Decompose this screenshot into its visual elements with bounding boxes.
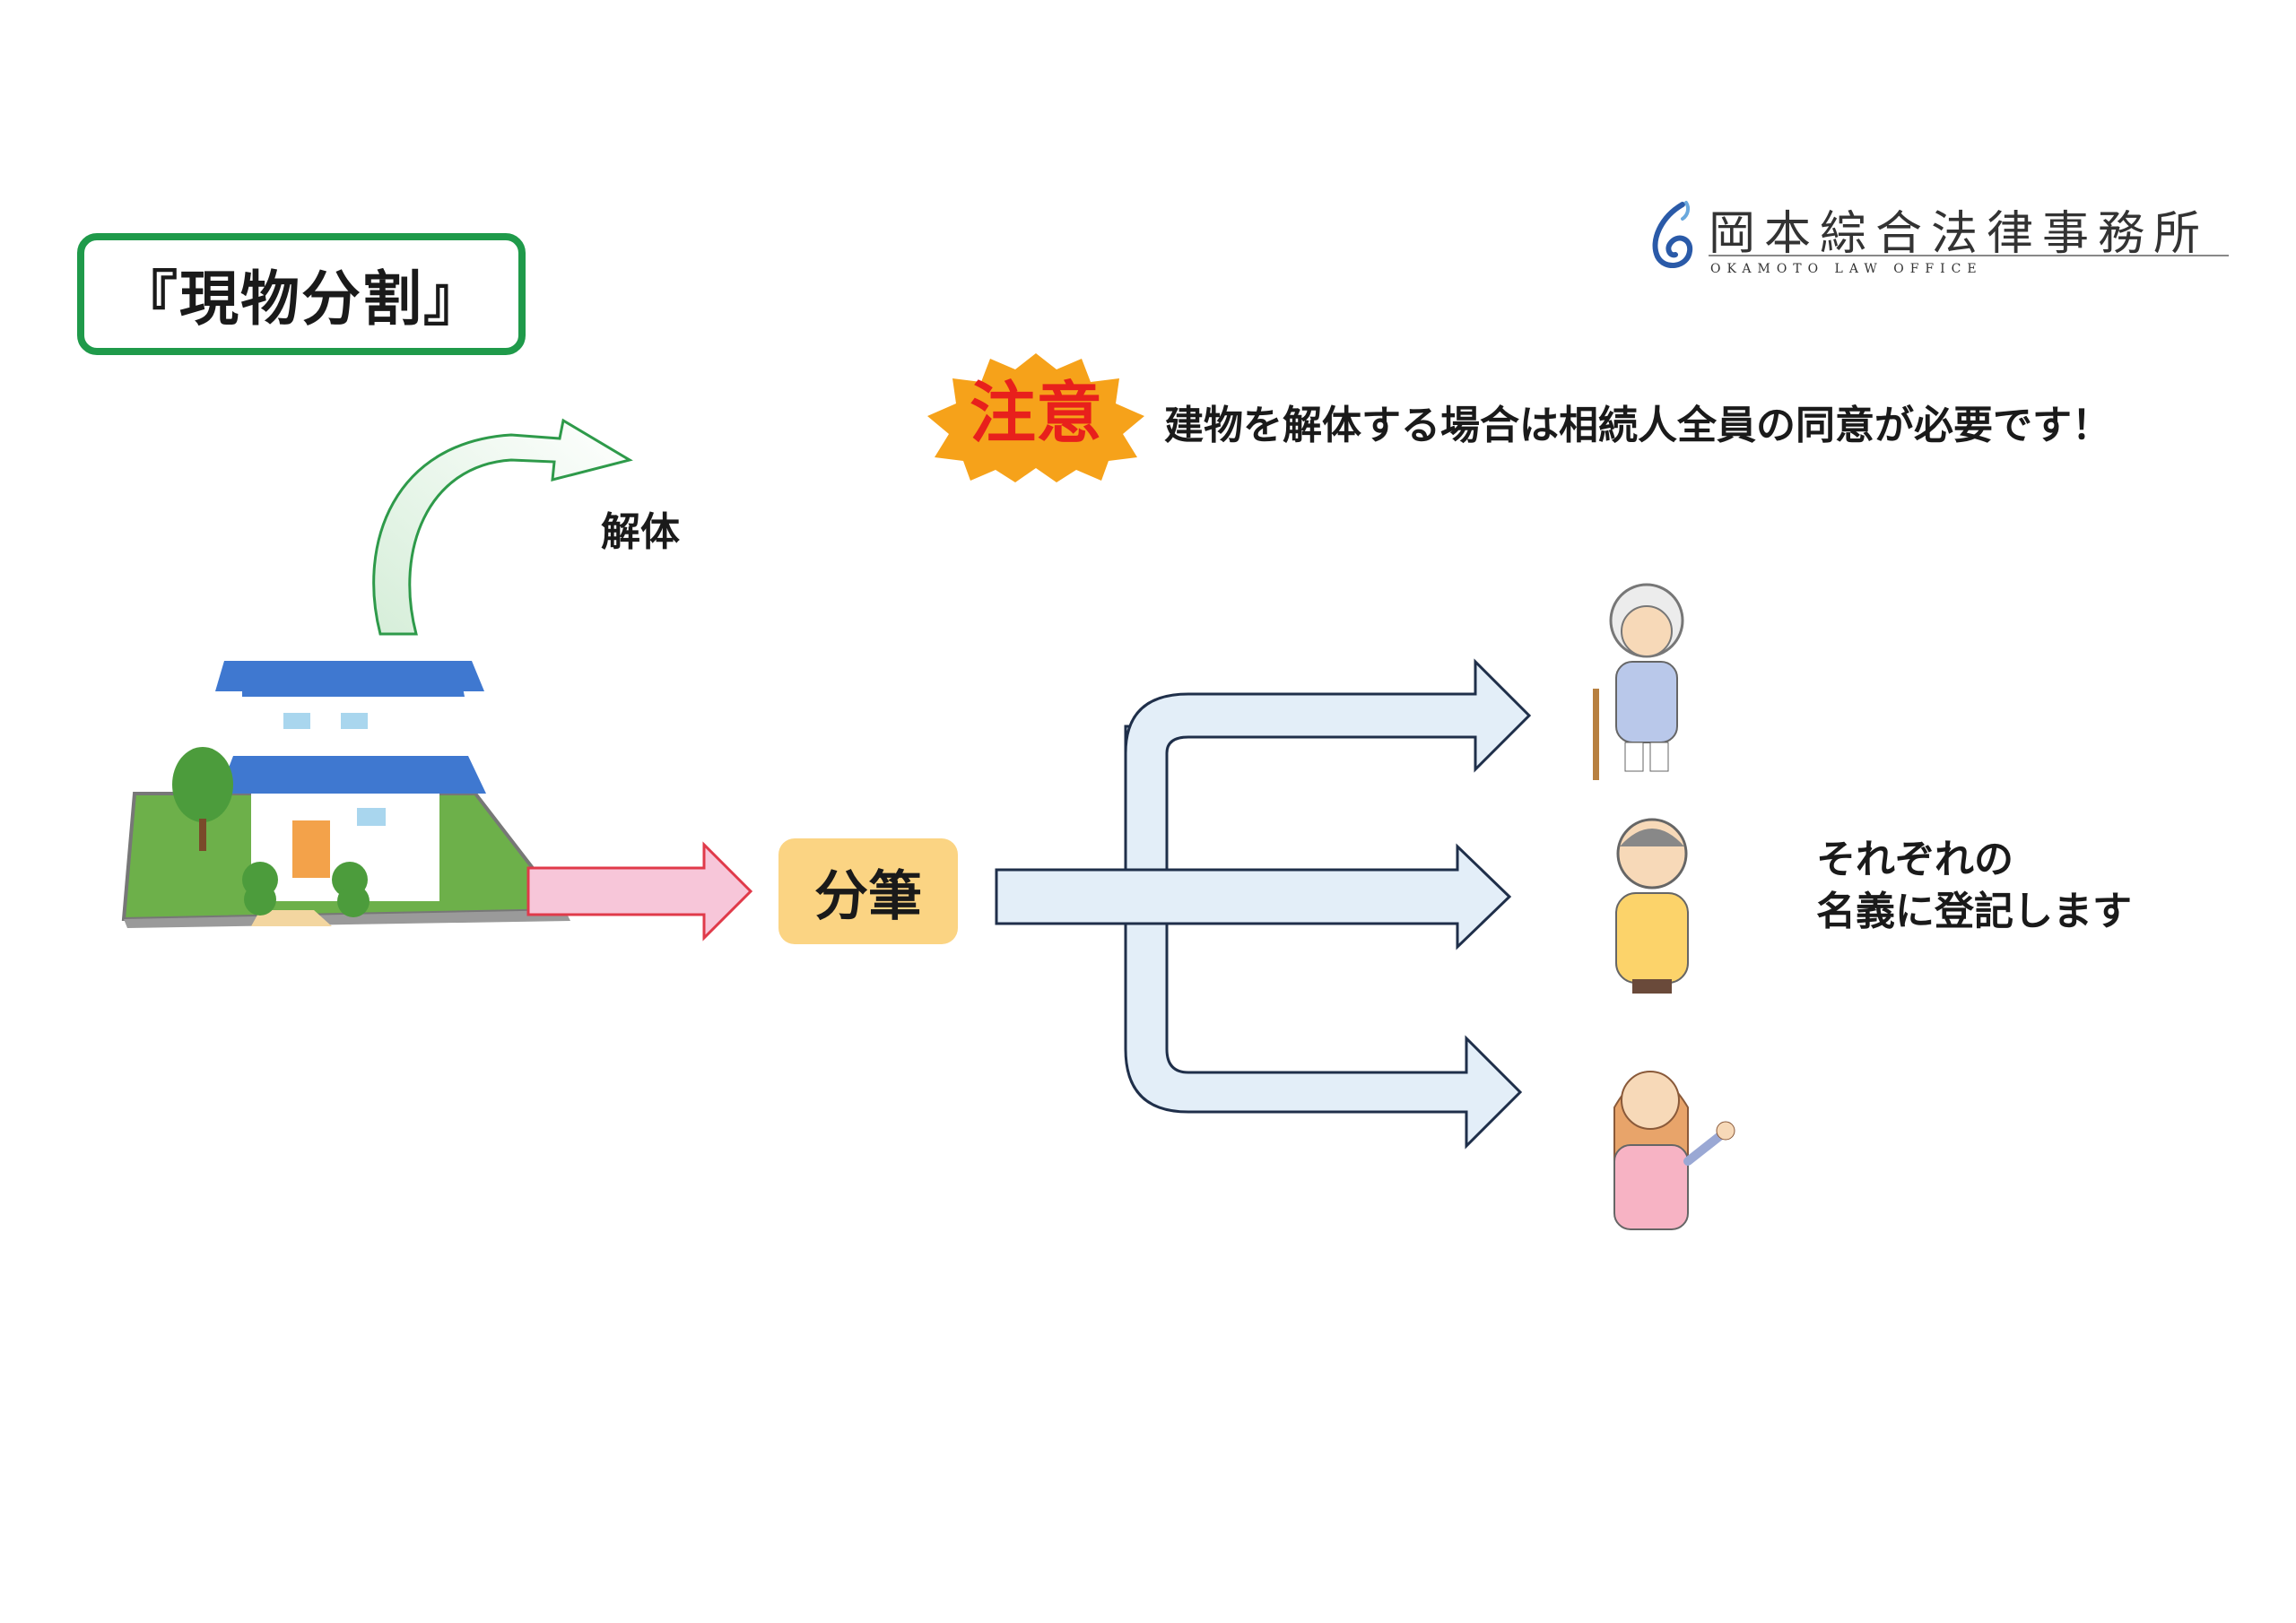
elderly-man-illustration (1615, 818, 1689, 994)
result-text: それぞれの 名義に登記します (1816, 834, 2132, 938)
curved-arrow (372, 418, 633, 636)
logo-subtitle: OKAMOTO LAW OFFICE (1710, 262, 1983, 276)
caution-badge-text: 注意 (970, 375, 1102, 452)
young-woman-illustration (1613, 1071, 1735, 1230)
branch-arrow-top (1124, 658, 1532, 834)
result-line-2: 名義に登記します (1816, 889, 2132, 934)
subdivision-box: 分筆 (778, 838, 958, 944)
title-box: 『現物分割』 (77, 233, 526, 355)
house-illustration (121, 661, 570, 928)
caution-message: 建物を解体する場合は相続人全員の同意が必要です！ (1164, 403, 2111, 448)
subdivision-label: 分筆 (814, 864, 922, 928)
branch-arrows (995, 658, 1532, 1150)
caution-burst (927, 353, 1144, 482)
caution-badge: 注意 (927, 353, 1144, 482)
page-title: 『現物分割』 (118, 265, 484, 334)
pink-arrow (526, 841, 753, 942)
logo-name: 岡本綜合法律事務所 (1709, 207, 2210, 261)
logo-divider (1709, 255, 2229, 256)
dismantle-label: 解体 (601, 509, 680, 555)
result-line-1: それぞれの (1816, 837, 2013, 882)
elderly-woman-illustration (1593, 583, 1684, 780)
logo-icon (1652, 201, 1693, 268)
branch-arrow-middle (995, 843, 1512, 950)
